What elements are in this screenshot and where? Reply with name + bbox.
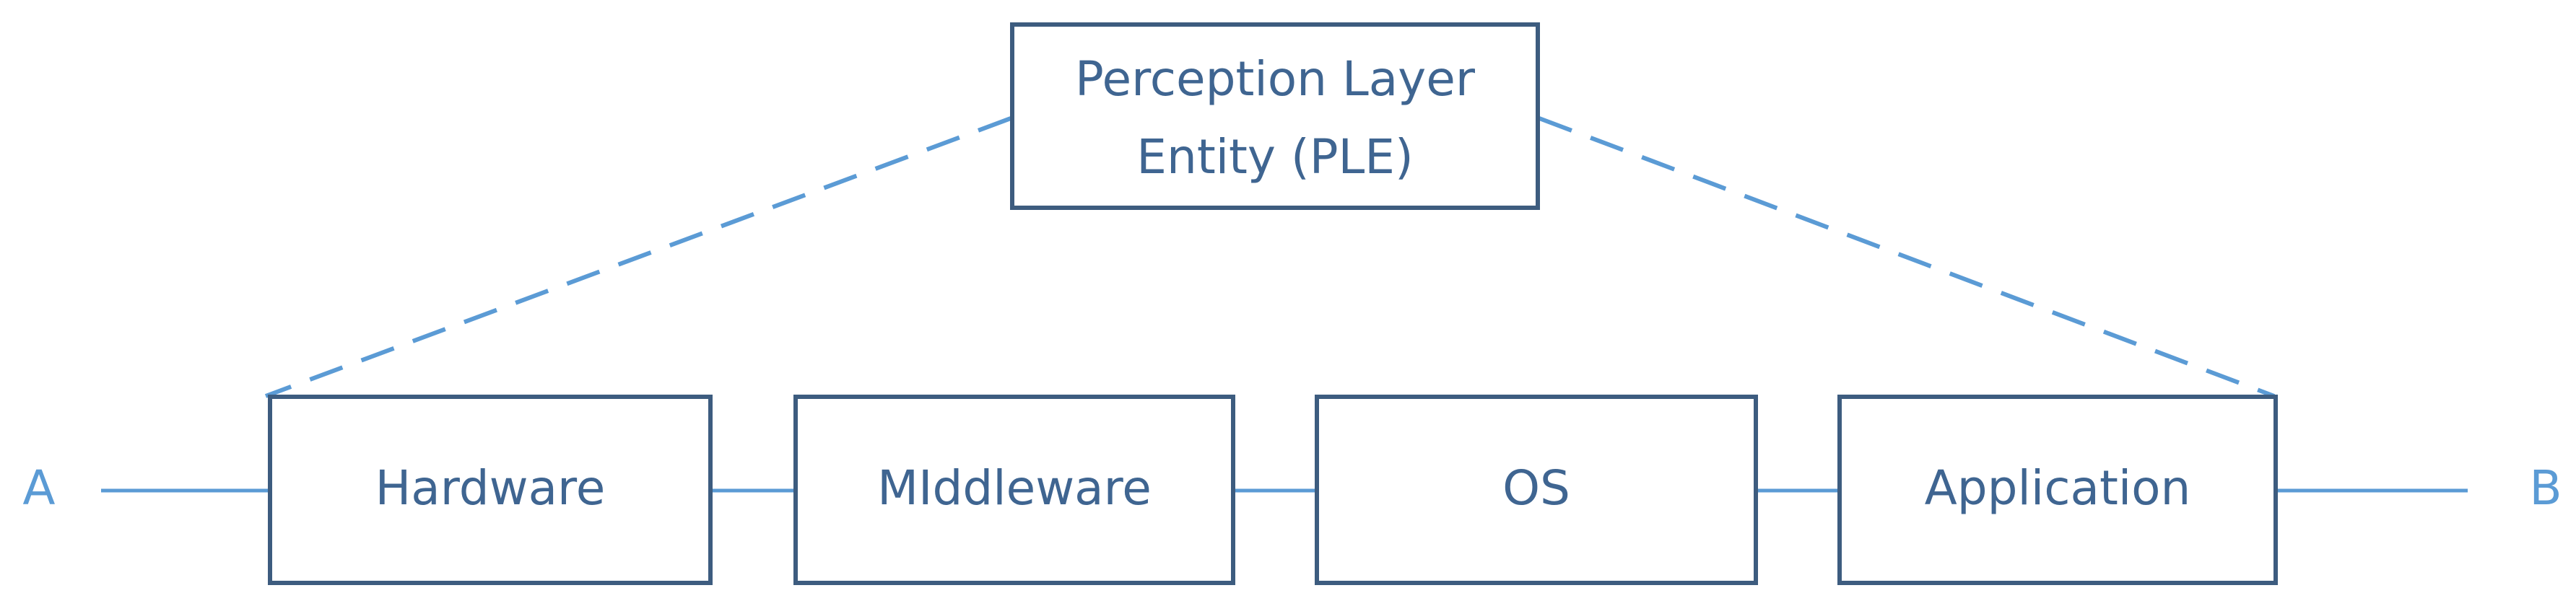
os-box [1315, 395, 1758, 585]
component-application: Application [1837, 395, 2278, 585]
os-label: OS [1502, 460, 1570, 516]
component-hardware: Hardware [268, 395, 713, 585]
ple-box [1010, 22, 1540, 210]
endpoint-b-label: B [2529, 460, 2562, 516]
ple-label-line2: Entity (PLE) [1136, 129, 1413, 185]
endpoint-a-label: A [22, 460, 55, 516]
ple-node: Perception Layer Entity (PLE) [1010, 22, 1540, 210]
middleware-box [793, 395, 1235, 585]
hardware-box [268, 395, 713, 585]
dashed-connector-left [264, 116, 1012, 398]
middleware-label: MIddleware [877, 460, 1152, 516]
application-box [1837, 395, 2278, 585]
ple-label-line1: Perception Layer [1075, 51, 1476, 107]
dashed-connector-right [1538, 116, 2276, 398]
component-os: OS [1315, 395, 1758, 585]
application-label: Application [1925, 460, 2191, 516]
component-middleware: MIddleware [793, 395, 1235, 585]
hardware-label: Hardware [375, 460, 606, 516]
